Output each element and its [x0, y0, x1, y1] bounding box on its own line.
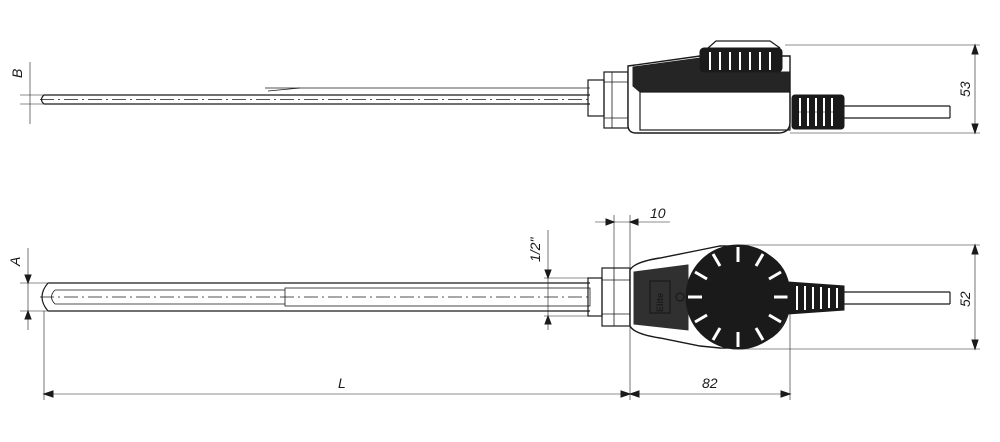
- bottom-dim-l-label: L: [338, 375, 346, 391]
- bottom-view: Elite: [7, 205, 980, 400]
- bottom-dim-thread-label: 1/2": [527, 237, 543, 262]
- top-nut: [587, 71, 629, 129]
- bottom-dim-52: 52: [738, 243, 980, 351]
- top-cable: [844, 105, 951, 119]
- bottom-dim-l: L: [42, 311, 632, 400]
- bottom-dim-thread: 1/2": [527, 230, 590, 330]
- top-control-housing: [627, 55, 791, 134]
- bottom-dim-52-label: 52: [957, 291, 973, 307]
- top-dim-53: 53: [785, 43, 980, 135]
- bottom-dim-82-label: 82: [702, 375, 718, 391]
- top-dim-b: B: [9, 62, 44, 124]
- bottom-dim-a-label: A: [7, 257, 23, 267]
- bottom-cable-gland: [787, 281, 845, 315]
- top-view: B 53: [9, 40, 980, 135]
- bottom-nut: [587, 267, 631, 327]
- bottom-dim-82: 82: [628, 300, 792, 400]
- top-knob: [699, 40, 783, 73]
- top-heating-rod: [40, 87, 590, 105]
- bottom-heating-rod: [40, 282, 591, 312]
- bottom-dim-10-label: 10: [650, 205, 666, 221]
- logo-brand-text: Elite: [655, 293, 665, 312]
- bottom-thermostat-dial: [685, 244, 791, 350]
- bottom-dim-a: A: [7, 248, 48, 330]
- top-dim-53-label: 53: [957, 81, 973, 97]
- bottom-cable: [844, 291, 951, 305]
- bottom-dim-10: 10: [595, 205, 670, 270]
- top-cable-gland: [791, 94, 845, 130]
- top-dim-b-label: B: [9, 69, 25, 78]
